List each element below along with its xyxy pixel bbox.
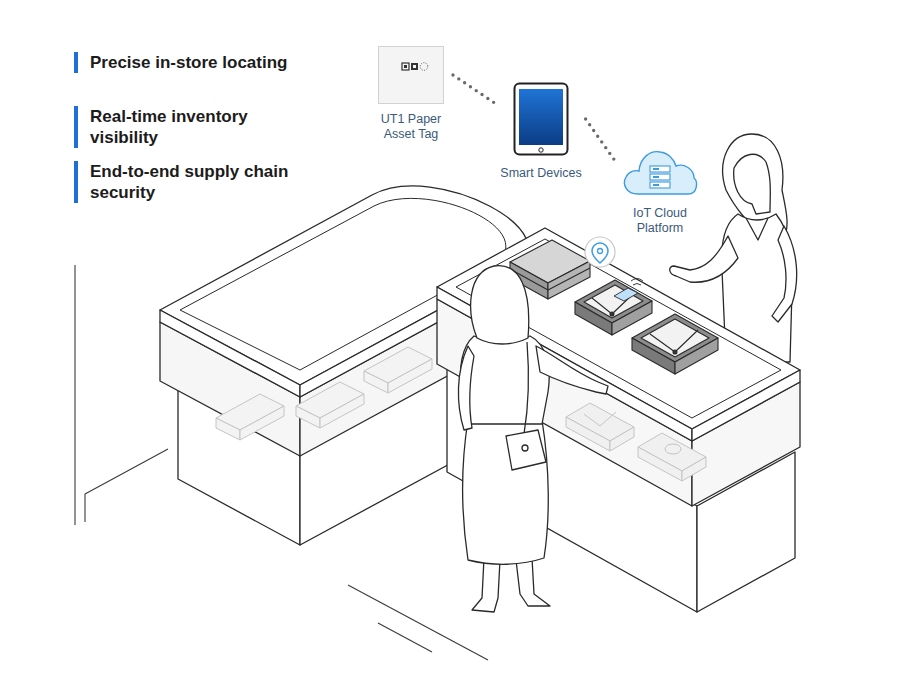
asset-tag-on-item xyxy=(614,288,638,301)
tag-qr-symbol xyxy=(411,63,418,70)
customer-arm xyxy=(458,346,474,430)
ring-box xyxy=(638,447,682,481)
dotted-link xyxy=(453,75,496,104)
wireless-waves xyxy=(631,279,643,286)
tablet-button xyxy=(539,148,543,152)
jewelry-tray xyxy=(632,338,675,374)
display-box xyxy=(320,394,364,428)
node-label: Smart Devices xyxy=(500,166,581,181)
ring xyxy=(665,444,681,454)
server-unit xyxy=(650,174,670,180)
display-box xyxy=(216,418,240,440)
node-label: IoT Cloud Platform xyxy=(618,206,702,237)
wall-line xyxy=(74,265,75,525)
display-box xyxy=(296,406,320,428)
gift-box xyxy=(548,261,590,299)
tablet-screen xyxy=(519,89,563,145)
cloud-platform: IoT Cloud Platform xyxy=(618,142,702,237)
clerk-collar xyxy=(746,218,768,240)
clerk-arm xyxy=(670,236,738,282)
paper-tag-card xyxy=(379,47,444,104)
customer-hair xyxy=(471,266,529,344)
pendant xyxy=(610,312,614,316)
server-light xyxy=(653,176,659,178)
cloud-icon xyxy=(620,142,700,200)
front-counter-edge xyxy=(692,370,800,441)
bullet-item: Precise in-store locating xyxy=(74,52,290,73)
feature-text: Precise in-store locating xyxy=(90,52,290,73)
cloud-shape xyxy=(625,152,697,194)
tag-chip-symbol xyxy=(402,63,409,70)
bullet-item: Real-time inventory visibility xyxy=(74,106,290,148)
display-tray xyxy=(610,427,634,451)
server-unit xyxy=(650,166,670,172)
tag-qr-symbol xyxy=(413,65,416,68)
necklace xyxy=(650,330,698,352)
tablet-body xyxy=(515,84,568,155)
location-pin xyxy=(592,243,608,263)
back-counter-edge xyxy=(160,310,300,397)
floor-line xyxy=(378,623,432,652)
tablet-icon xyxy=(513,82,569,156)
floor-line xyxy=(348,585,488,660)
display-tray xyxy=(566,417,610,451)
customer-arm xyxy=(536,346,608,394)
back-counter-cabinet xyxy=(178,384,300,545)
smart-device: Smart Devices xyxy=(500,82,581,181)
location-bubble xyxy=(585,237,615,267)
server-unit xyxy=(650,182,670,188)
server-light xyxy=(653,184,659,186)
jewelry-tray xyxy=(575,302,612,335)
pendant xyxy=(673,350,677,354)
feature-text: Real-time inventory visibility xyxy=(90,106,290,148)
customer-skirt xyxy=(463,420,549,564)
tag-chip-symbol xyxy=(404,65,407,68)
clerk-arm xyxy=(772,226,797,322)
display-box xyxy=(240,406,284,440)
node-label: UT1 Paper Asset Tag xyxy=(373,112,449,143)
tag-antenna-symbol xyxy=(420,63,428,71)
display-box xyxy=(388,359,432,393)
feature-text: End-to-end supply chain security xyxy=(90,161,290,203)
purse xyxy=(506,430,546,470)
paper-tag-icon xyxy=(378,46,444,104)
ring-box xyxy=(682,457,706,481)
purse-strap xyxy=(524,342,528,434)
customer-leg xyxy=(472,558,500,612)
customer-leg xyxy=(516,558,550,606)
clerk-face xyxy=(734,154,771,214)
asset-tag: UT1 Paper Asset Tag xyxy=(373,46,449,143)
purse-clasp xyxy=(522,445,528,451)
bullet-item: End-to-end supply chain security xyxy=(74,161,290,203)
tray-necklace xyxy=(584,412,616,426)
server-light xyxy=(653,168,659,170)
display-box xyxy=(364,371,388,393)
dotted-link xyxy=(586,119,614,159)
location-pin-dot xyxy=(598,249,603,254)
jewelry-tray xyxy=(675,338,718,374)
floor-line xyxy=(85,449,168,522)
